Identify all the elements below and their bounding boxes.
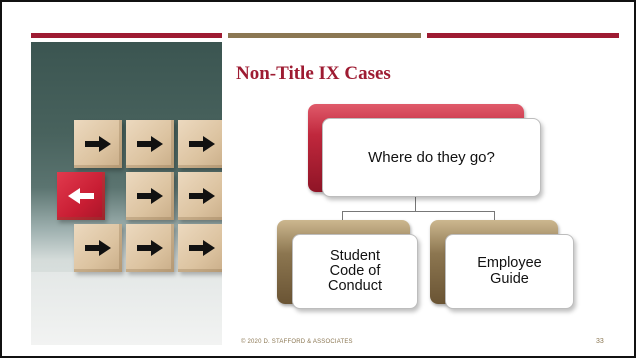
child-node-student-code: Student Code of Conduct — [292, 234, 418, 309]
connector-trunk — [415, 195, 416, 212]
arrow-cube — [126, 120, 174, 168]
connector-bar — [342, 211, 495, 212]
root-node-label: Where do they go? — [368, 149, 495, 166]
arrow-cube — [74, 120, 122, 168]
right-arrow-icon — [189, 188, 215, 204]
right-arrow-icon — [85, 240, 111, 256]
slide-footer: © 2020 D. STAFFORD & ASSOCIATES — [241, 339, 353, 345]
arrow-cubes-photo — [31, 42, 222, 345]
arrow-cube — [126, 224, 174, 272]
child-node-label: Student Code of Conduct — [327, 247, 382, 295]
left-arrow-icon — [68, 188, 94, 204]
red-arrow-cube — [57, 172, 105, 220]
arrow-cube — [178, 224, 222, 272]
slide-title: Non-Title IX Cases — [236, 63, 391, 84]
right-arrow-icon — [137, 240, 163, 256]
child-node-employee-guide: Employee Guide — [445, 234, 574, 309]
arrow-cube — [178, 172, 222, 220]
page-number: 33 — [596, 338, 604, 345]
right-arrow-icon — [137, 136, 163, 152]
photo-surface — [31, 272, 222, 345]
root-node: Where do they go? — [322, 118, 541, 197]
connector-left-drop — [342, 211, 343, 220]
right-arrow-icon — [85, 136, 111, 152]
accent-bar-middle — [228, 33, 421, 38]
arrow-cube — [178, 120, 222, 168]
arrow-cube — [126, 172, 174, 220]
child-node-label: Employee Guide — [477, 254, 542, 287]
accent-bar-left — [31, 33, 222, 38]
arrow-cube — [74, 224, 122, 272]
right-arrow-icon — [189, 136, 215, 152]
accent-bar-right — [427, 33, 619, 38]
right-arrow-icon — [189, 240, 215, 256]
right-arrow-icon — [137, 188, 163, 204]
connector-right-drop — [494, 211, 495, 220]
